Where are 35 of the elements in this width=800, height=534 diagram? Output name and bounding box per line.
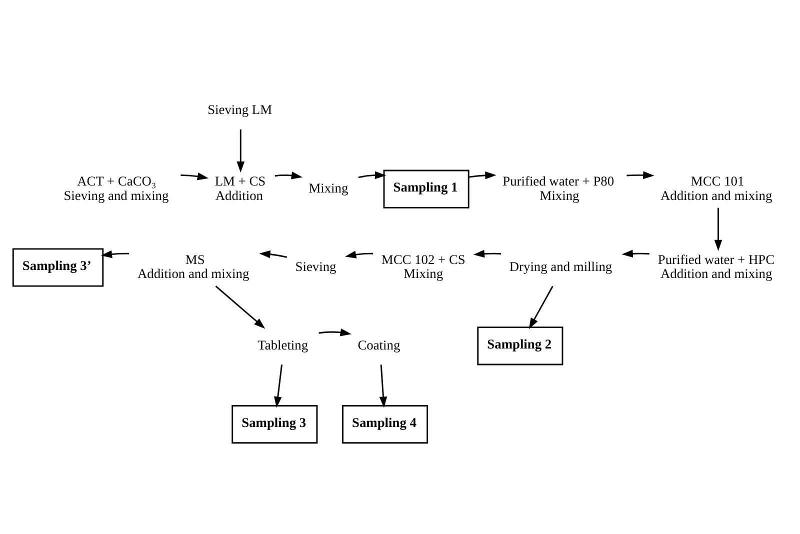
node-text: Drying and milling [509,258,612,274]
node-text: Sieving [295,258,336,274]
node-text: MCC 102 + CS Mixing [381,251,466,281]
node-box: Sampling 1 [383,169,470,208]
node-box: Sampling 4 [342,404,428,444]
node-text: Mixing [308,180,348,196]
node-text: LM + CS Addition [214,172,266,202]
arrow [236,128,245,172]
node-text: MS Addition and mixing [137,251,250,281]
node-text: MCC 101 Addition and mixing [660,172,772,202]
node-text: Coating [358,336,400,352]
node-box: Sampling 3’ [12,248,104,286]
arrow [259,250,288,258]
arrow [468,170,496,179]
arrow [622,249,650,258]
node-text: Tableting [258,336,308,352]
arrow [358,170,386,179]
arrow [180,172,209,180]
arrow [528,285,554,329]
node-text: Sieving LM [208,102,272,117]
arrow [274,364,282,408]
arrow [626,170,654,179]
node-text: Purified water + HPC Addition and mixing [658,251,775,281]
arrow [473,249,502,258]
node-box: Sampling 3 [232,404,318,444]
node-box: Sampling 2 [477,326,564,365]
arrow [344,250,374,258]
arrow [318,328,352,336]
node-text: Purified water + P80 Mixing [502,172,614,202]
node-text: ACT + CaCO₃ Sieving and mixing [64,172,169,202]
arrow [274,171,303,179]
arrow [714,207,722,251]
arrow [379,364,388,408]
arrow [100,250,129,258]
arrow [215,285,266,328]
